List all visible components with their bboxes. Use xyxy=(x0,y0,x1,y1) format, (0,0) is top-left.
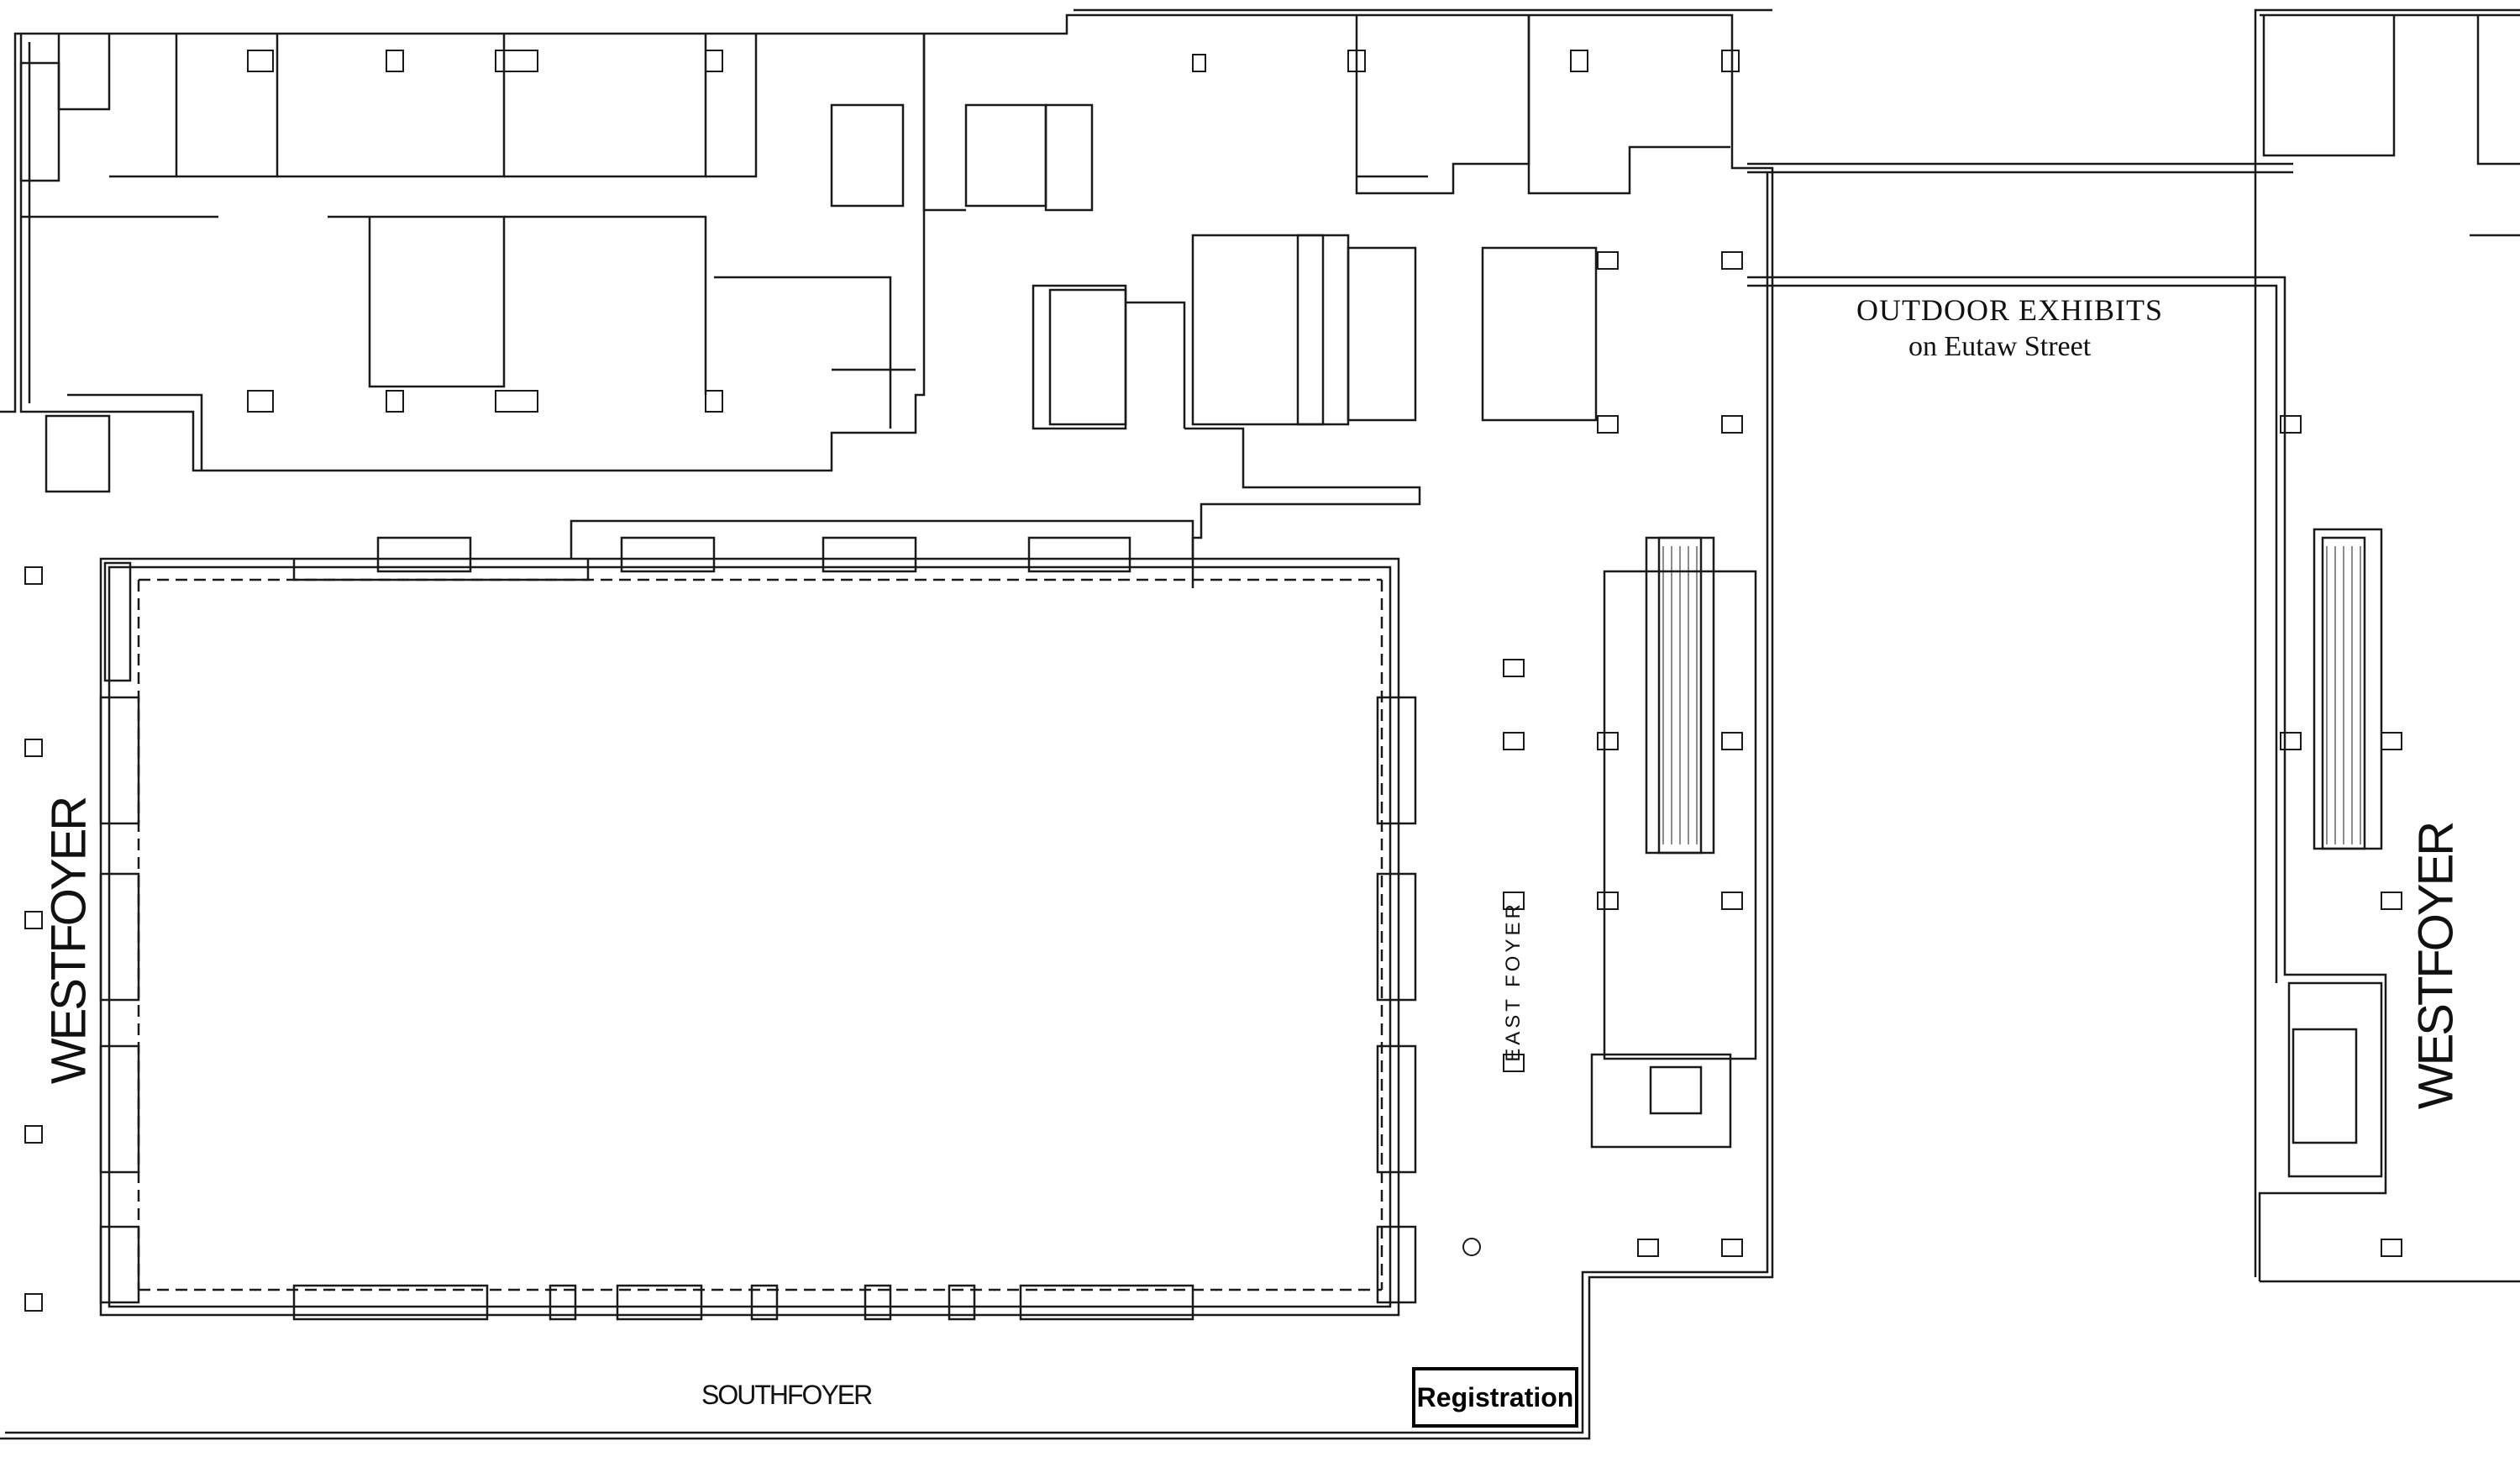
south-foyer-label: SOUTHFOYER xyxy=(701,1380,873,1410)
eutaw-street-label: on Eutaw Street xyxy=(1908,331,2092,362)
west-foyer-label-left: WESTFOYER xyxy=(41,797,97,1085)
east-foyer-label: EAST FOYER xyxy=(1502,901,1525,1062)
building-outline xyxy=(0,13,1774,1440)
registration-sign: Registration xyxy=(1412,1367,1578,1428)
elevator-bank-central xyxy=(1347,246,1417,422)
restroom-core xyxy=(1191,234,1325,426)
stair-west xyxy=(45,414,111,493)
ballroom xyxy=(99,557,1400,1317)
west-foyer-label-right: WESTFOYER xyxy=(2408,823,2464,1110)
office-block-northwest xyxy=(19,34,926,472)
outdoor-exhibits-label: OUTDOOR EXHIBITS xyxy=(1856,293,2163,327)
escalator-west-right xyxy=(2313,528,2383,850)
elevator-bank-north xyxy=(830,103,905,208)
